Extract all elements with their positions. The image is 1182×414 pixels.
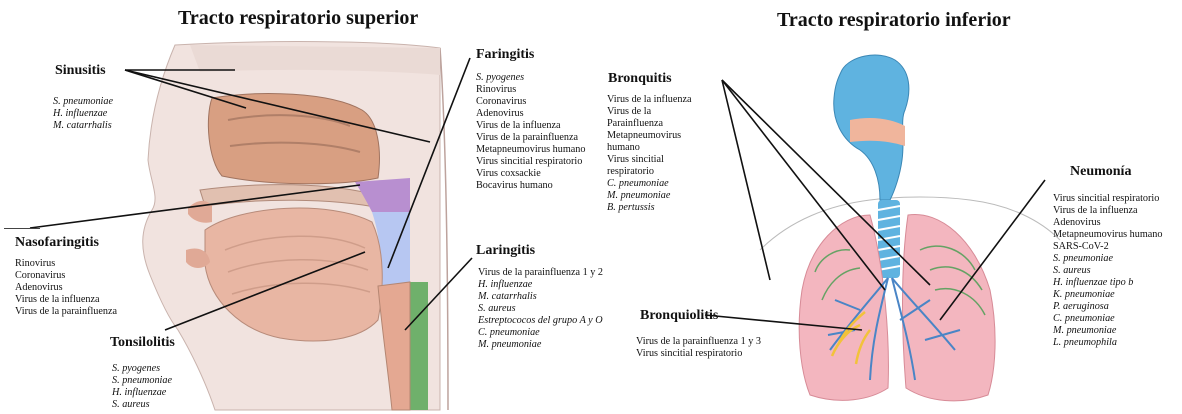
faringitis-heading: Faringitis [476, 48, 534, 62]
lower-tract-title: Tracto respiratorio inferior [777, 10, 1011, 30]
pathogen-item: Virus de la parainfluenza [15, 306, 117, 318]
pathogen-item: Coronavirus [15, 270, 117, 282]
pathogen-item: L. pneumophila [1053, 337, 1163, 349]
neumonia-heading: Neumonía [1070, 165, 1131, 179]
pathogen-item: C. pneumoniae [478, 327, 603, 339]
pathogen-item: Rinovirus [15, 258, 117, 270]
pathogen-item: S. pyogenes [476, 72, 586, 84]
pathogen-item: Virus de la parainfluenza 1 y 3 [636, 336, 761, 348]
pathogen-item: C. pneumoniae [1053, 313, 1163, 325]
upper-tract-title: Tracto respiratorio superior [178, 8, 418, 28]
pathogen-item: Estreptococos del grupo A y O [478, 315, 603, 327]
pathogen-item: Metapneumovirus [607, 130, 692, 142]
pathogen-item: Virus sincitial [607, 154, 692, 166]
pathogen-item: Virus de la parainfluenza 1 y 2 [478, 267, 603, 279]
nasofaringitis-heading: Nasofaringitis [15, 236, 99, 250]
lungs-illustration [760, 55, 1060, 401]
pathogen-item: Bocavirus humano [476, 180, 586, 192]
pathogen-item: H. influenzae [478, 279, 603, 291]
pathogen-item: humano [607, 142, 692, 154]
pathogen-item: Virus de la parainfluenza [476, 132, 586, 144]
pathogen-item: respiratorio [607, 166, 692, 178]
pathogen-item: P. aeruginosa [1053, 301, 1163, 313]
pathogen-item: M. catarrhalis [478, 291, 603, 303]
pathogen-item: Virus coxsackie [476, 168, 586, 180]
pathogen-item: Virus de la [607, 106, 692, 118]
pathogen-item: M. pneumoniae [607, 190, 692, 202]
pathogen-item: Virus de la influenza [15, 294, 117, 306]
bronquiolitis-heading: Bronquiolitis [640, 309, 718, 323]
pathogen-item: Virus sincitial respiratorio [1053, 193, 1163, 205]
pathogen-item: Virus de la influenza [607, 94, 692, 106]
pathogen-item: Virus sincitial respiratorio [636, 348, 761, 360]
pathogen-item: Adenovirus [1053, 217, 1163, 229]
pathogen-item: Metapneumovirus humano [1053, 229, 1163, 241]
pathogen-item: Virus de la influenza [1053, 205, 1163, 217]
pathogen-item: S. pneumoniae [1053, 253, 1163, 265]
pathogen-item: K. pneumoniae [1053, 289, 1163, 301]
pathogen-item: Virus sincitial respiratorio [476, 156, 586, 168]
pathogen-item: Virus de la influenza [476, 120, 586, 132]
pathogen-item: SARS-CoV-2 [1053, 241, 1163, 253]
pathogen-item: C. pneumoniae [607, 178, 692, 190]
pathogen-item: S. pneumoniae [112, 375, 172, 387]
laringitis-heading: Laringitis [476, 244, 535, 258]
pathogen-item: B. pertussis [607, 202, 692, 214]
pathogen-item: Adenovirus [476, 108, 586, 120]
pathogen-item: Parainfluenza [607, 118, 692, 130]
pathogen-item: Rinovirus [476, 84, 586, 96]
nasofaringitis-underline [4, 228, 40, 229]
bronquitis-heading: Bronquitis [608, 72, 672, 86]
pathogen-item: Adenovirus [15, 282, 117, 294]
pathogen-item: H. influenzae [53, 108, 113, 120]
pathogen-item: M. catarrhalis [53, 120, 113, 132]
pathogen-item: H. influenzae tipo b [1053, 277, 1163, 289]
pathogen-item: S. pneumoniae [53, 96, 113, 108]
tonsilolitis-heading: Tonsilolitis [110, 336, 175, 350]
pathogen-item: S. pyogenes [112, 363, 172, 375]
pathogen-item: S. aureus [1053, 265, 1163, 277]
pathogen-item: Coronavirus [476, 96, 586, 108]
pathogen-item: Metapneumovirus humano [476, 144, 586, 156]
left-lung [799, 215, 888, 400]
pathogen-item: M. pneumoniae [478, 339, 603, 351]
sinusitis-heading: Sinusitis [55, 64, 106, 78]
pathogen-item: H. influenzae [112, 387, 172, 399]
head-sagittal-illustration [143, 42, 448, 410]
pathogen-item: S. aureus [112, 399, 172, 411]
pathogen-item: M. pneumoniae [1053, 325, 1163, 337]
nasal-cavity [208, 94, 379, 184]
head-outline [440, 48, 448, 410]
pathogen-item: S. aureus [478, 303, 603, 315]
